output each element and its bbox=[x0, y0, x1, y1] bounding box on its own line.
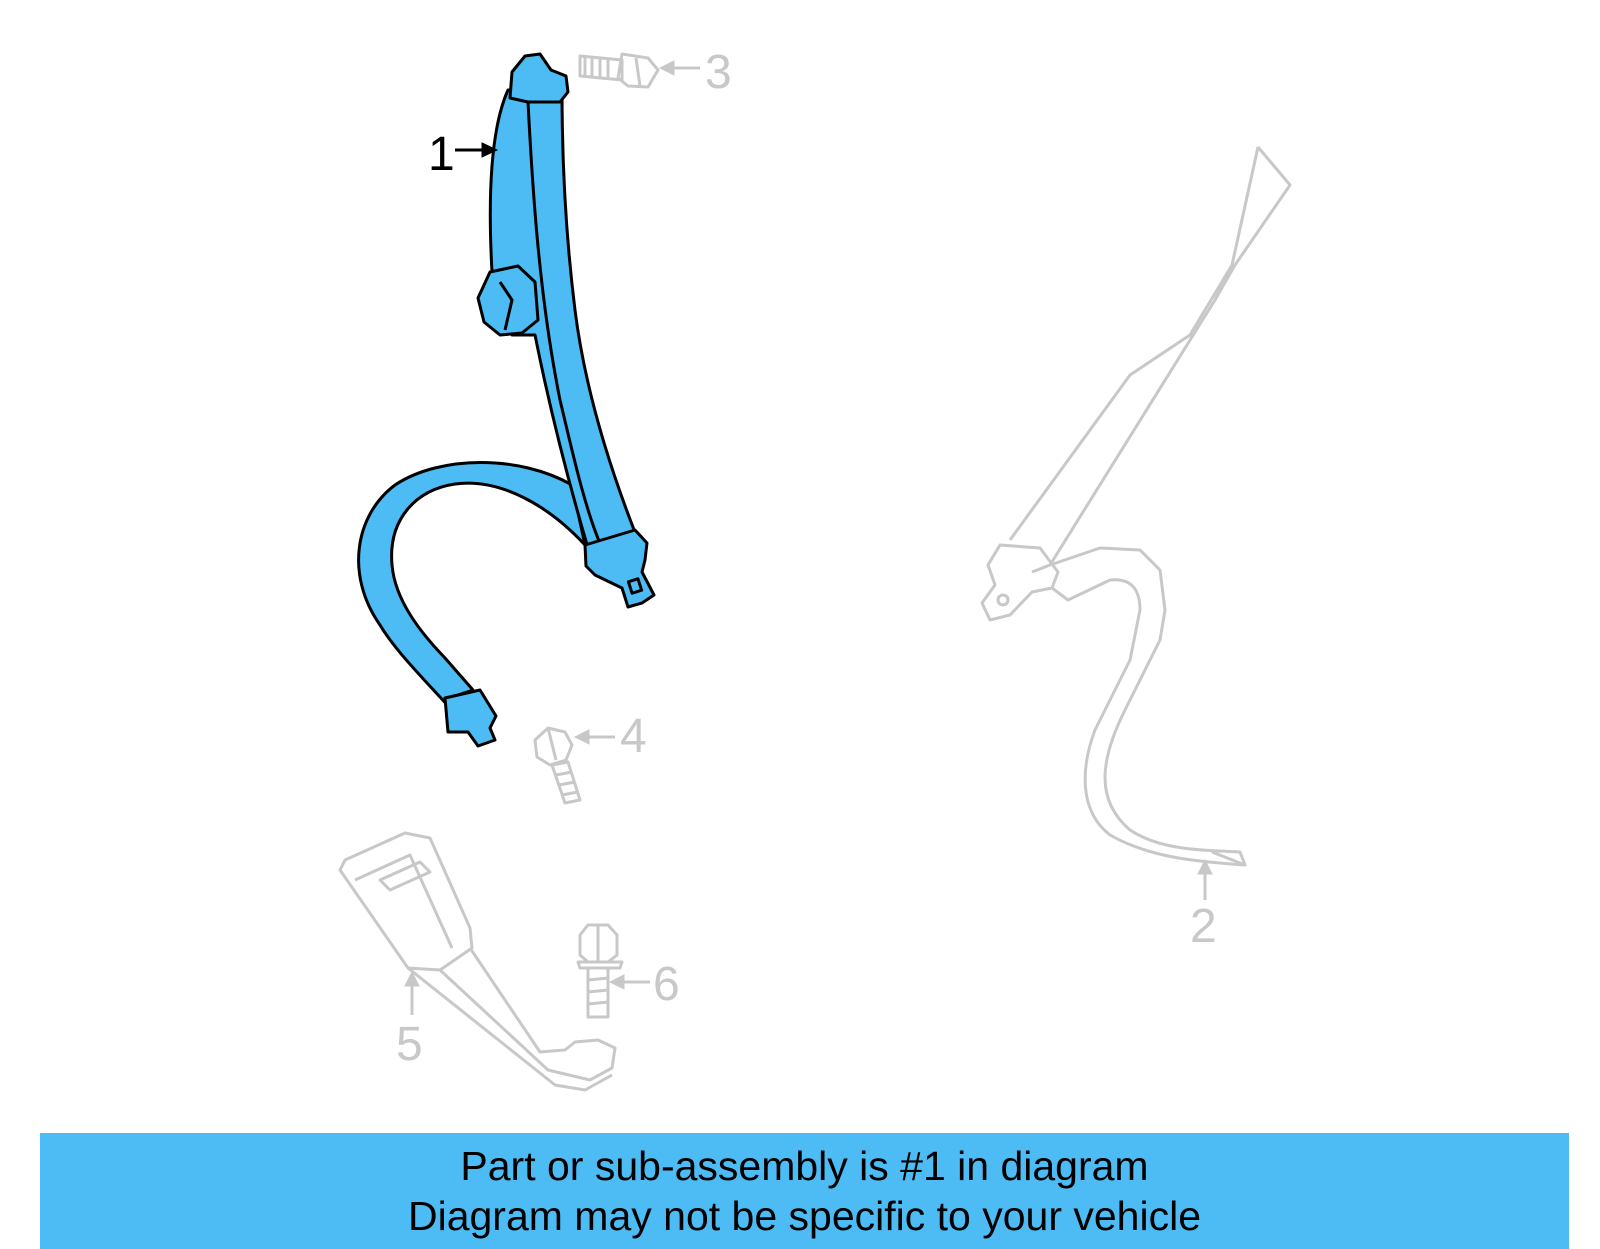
part-6-bolt[interactable] bbox=[576, 923, 624, 1019]
callout-1[interactable]: 1 bbox=[428, 128, 455, 181]
part-3-bolt[interactable] bbox=[578, 52, 660, 89]
part-1-lap-anchor bbox=[443, 688, 498, 748]
info-banner: Part or sub-assembly is #1 in diagram Di… bbox=[40, 1133, 1569, 1249]
part-1-retractor bbox=[476, 264, 540, 337]
part-2-seat-belt[interactable] bbox=[980, 146, 1292, 867]
part-1-lap-belt bbox=[357, 461, 587, 710]
callout-5[interactable]: 5 bbox=[396, 1018, 423, 1071]
callout-6[interactable]: 6 bbox=[653, 958, 680, 1011]
banner-line-disclaimer: Diagram may not be specific to your vehi… bbox=[407, 1193, 1201, 1239]
part-1-top-anchor bbox=[508, 52, 570, 104]
part-1-seat-belt-assembly[interactable] bbox=[357, 52, 656, 748]
part-5-buckle[interactable] bbox=[338, 831, 617, 1092]
part-1-bottom-anchor bbox=[583, 528, 656, 609]
leader-arrows bbox=[404, 60, 1213, 1015]
callout-2[interactable]: 2 bbox=[1190, 900, 1217, 953]
banner-line-part-number: Part or sub-assembly is #1 in diagram bbox=[460, 1143, 1149, 1189]
part-4-bolt[interactable] bbox=[533, 726, 582, 805]
callout-4[interactable]: 4 bbox=[620, 710, 647, 763]
callout-3[interactable]: 3 bbox=[705, 46, 732, 99]
